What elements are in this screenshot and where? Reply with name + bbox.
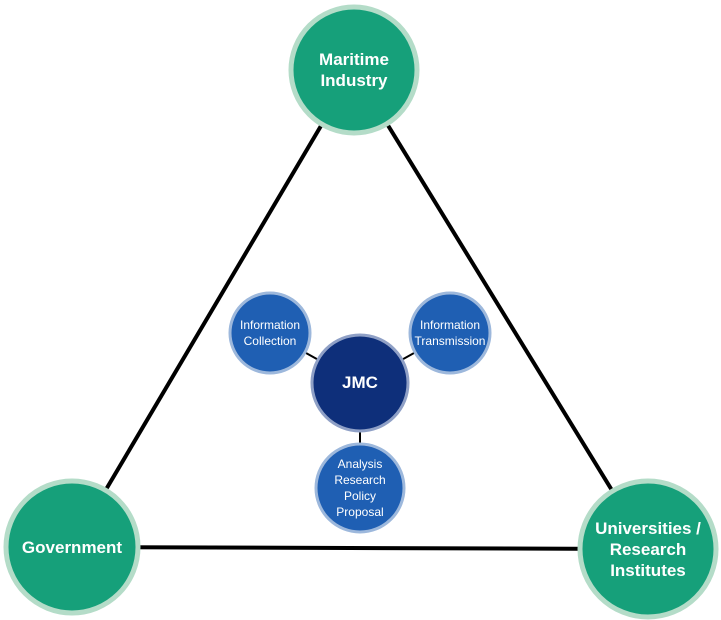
edge-industry-government <box>70 68 356 549</box>
node-jmc <box>310 333 410 433</box>
node-government <box>3 478 141 616</box>
label-government: Government <box>21 537 123 557</box>
node-information-collection <box>228 291 312 375</box>
node-maritime-industry <box>288 4 420 136</box>
label-jmc: JMC <box>342 373 378 392</box>
label-analysis-research: Analysis Research Policy Proposal <box>334 457 386 519</box>
edge-government-universities <box>71 545 649 551</box>
node-analysis-research <box>314 442 406 534</box>
edge-industry-universities <box>352 68 650 551</box>
node-information-transmission <box>408 291 492 375</box>
node-universities <box>577 478 719 620</box>
label-universities: Universities / Research Institutes <box>595 518 701 580</box>
label-maritime-industry: Maritime Industry <box>319 50 389 90</box>
label-information-transmission: Information Transmission <box>414 318 486 348</box>
label-information-collection: Information Collection <box>239 318 301 348</box>
